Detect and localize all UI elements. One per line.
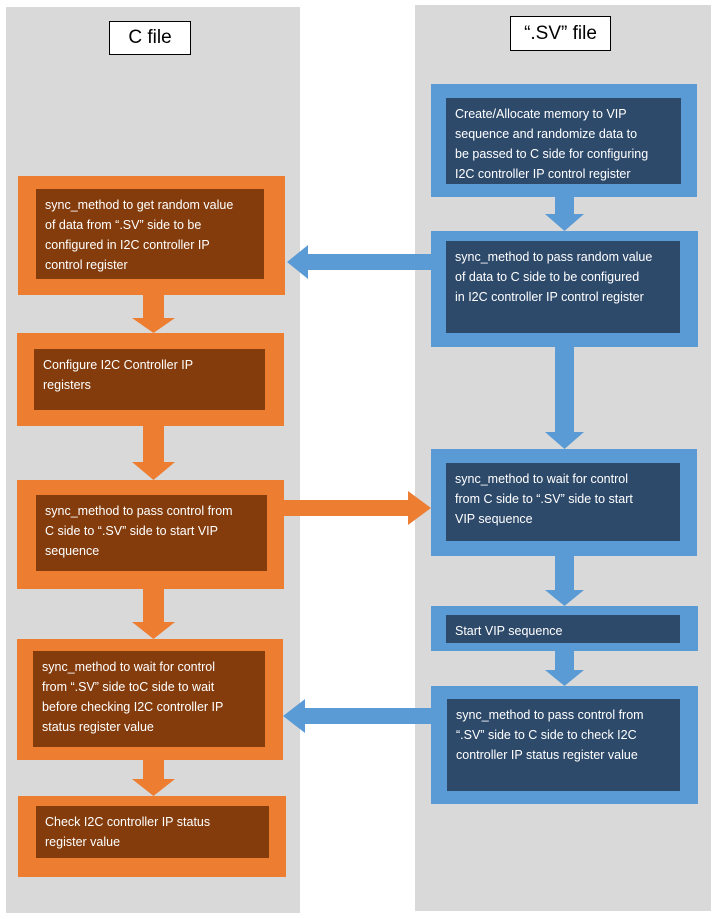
sv-step-start-vip: Start VIP sequence [431,606,698,651]
c-step-wait-control: sync_method to wait for control from “.S… [17,639,283,760]
sv-down-arrow-3 [545,556,584,606]
sv-step-allocate-memory: Create/Allocate memory to VIP sequence a… [431,84,697,197]
c-step-configure-registers-text: Configure I2C Controller IP registers [34,349,265,410]
sv-step-pass-control: sync_method to pass control from “.SV” s… [431,686,698,804]
sv-down-arrow-4 [545,651,584,686]
c-down-arrow-2 [132,426,175,480]
c-step-pass-control: sync_method to pass control from C side … [17,480,284,589]
sv-down-arrow-1 [545,197,584,231]
c-step-configure-registers: Configure I2C Controller IP registers [17,333,284,426]
sv-step-wait-control: sync_method to wait for control from C s… [431,449,697,556]
c-step-wait-control-text: sync_method to wait for control from “.S… [33,651,265,747]
c-to-sv-arrow [284,491,431,525]
sv-step-wait-control-text: sync_method to wait for control from C s… [446,463,680,541]
c-down-arrow-1 [132,295,175,333]
sv-step-pass-random-value-text: sync_method to pass random value of data… [446,241,680,333]
c-step-check-status: Check I2C controller IP status register … [18,796,286,877]
sv-step-start-vip-text: Start VIP sequence [446,615,680,643]
c-step-check-status-text: Check I2C controller IP status register … [36,806,269,858]
c-down-arrow-4 [132,760,175,796]
c-down-arrow-3 [132,589,175,639]
sv-down-arrow-2 [545,347,584,449]
sv-step-pass-control-text: sync_method to pass control from “.SV” s… [447,699,680,791]
sv-file-lane-title: “.SV” file [510,16,611,51]
sv-to-c-arrow-1 [287,245,431,279]
sv-to-c-arrow-2 [283,699,431,733]
sv-step-allocate-memory-text: Create/Allocate memory to VIP sequence a… [446,98,681,184]
c-step-get-random-value: sync_method to get random value of data … [18,176,285,295]
c-step-pass-control-text: sync_method to pass control from C side … [36,495,267,571]
sv-step-pass-random-value: sync_method to pass random value of data… [431,231,698,347]
c-step-get-random-value-text: sync_method to get random value of data … [36,189,264,279]
c-file-lane-title: C file [109,21,191,55]
